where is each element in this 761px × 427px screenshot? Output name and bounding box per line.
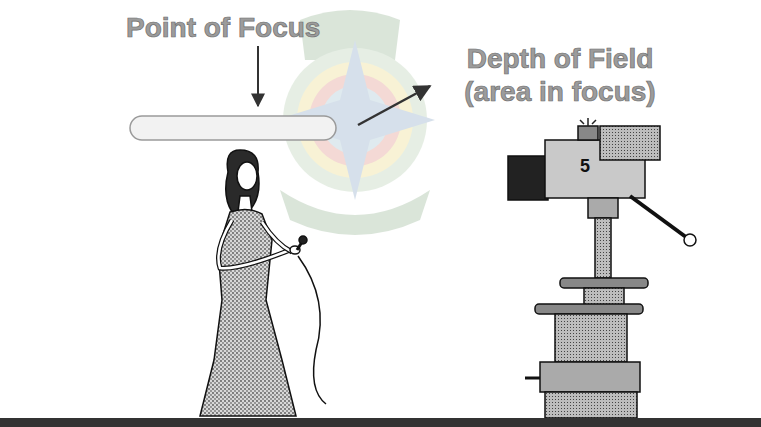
annotation-label: Point of Focus [126,12,366,44]
annotation-label: Depth of Field (area in focus) [445,42,675,108]
tv-camera [508,118,696,418]
camera-number: 5 [578,156,592,176]
singer-figure [200,150,326,416]
leader-arrow [257,46,259,106]
floor-line [0,418,761,427]
depth-of-field-band [130,116,336,140]
leader-arrow [358,86,430,125]
